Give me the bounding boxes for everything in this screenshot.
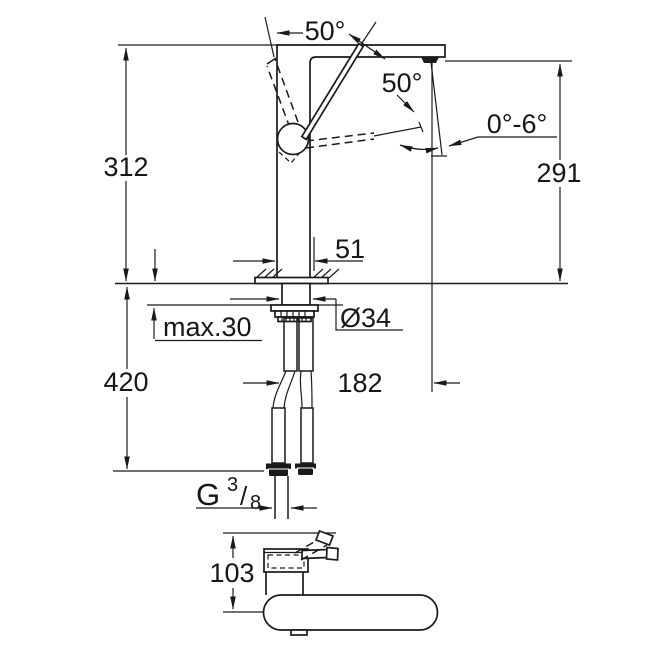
dim-50-double-arrow [348,33,386,60]
faucet-outline [276,44,446,281]
label-thread-g: G [196,477,220,512]
handle-raised-dashed [266,58,299,129]
hose-break-lines [272,370,313,409]
dimension-labels: 50° 50° 0°-6° 312 291 51 max.30 Ø34 420 … [103,16,581,588]
hose-connector-left [266,463,291,469]
base-lever-raised-dashed [294,537,328,561]
label-height-body: 312 [103,152,148,182]
dim-50-handle-leader [396,94,415,113]
nut-teeth-ribs [281,317,307,321]
base-lever-cap [325,546,339,561]
label-body-width: 51 [335,234,365,264]
label-angle-swivel: 0°-6° [487,109,548,139]
spout-body-footprint [262,594,439,631]
base-plate [254,276,329,285]
nut-ribs [280,311,306,317]
handle-lever [300,42,365,141]
handle-lowered-dashed [305,132,375,149]
dim-0-6-leader [448,136,557,147]
aerator [421,57,439,63]
handle-raised-cap [266,57,277,65]
hose-connector-right [295,463,316,469]
label-thread-slash: / [240,481,248,511]
hose-braided-lower-left [271,407,286,464]
dimension-lines [113,16,572,613]
label-thread-denominator: 8 [250,492,261,514]
label-angle-spout-top: 50° [305,16,346,46]
base-column [265,572,304,595]
dim-34-leader [335,299,403,331]
label-base-height: 103 [209,558,254,588]
hose-braided-upper-left [283,317,298,372]
mounting-hatch [255,268,340,279]
mounting-washer [270,304,319,312]
base-foot [290,629,308,636]
swivel-position-line [430,61,447,157]
joint-dashed-detail [278,149,303,164]
hose-braided-upper-right [298,317,314,372]
hose-braided-lower-right [300,407,314,464]
label-thread: G 3 / 8 [196,474,261,514]
supply-hoses [266,317,316,519]
mounting-shank [281,282,311,306]
label-spout-reach: 182 [337,368,382,398]
label-height-outlet: 291 [536,158,581,188]
label-deck-thickness: max.30 [163,312,252,342]
label-hose-drop: 420 [103,367,148,397]
label-thread-numerator: 3 [227,474,238,496]
label-angle-handle: 50° [382,68,423,98]
handle-lowered-end [373,121,424,137]
hose-connector-right-body [298,468,313,475]
lever-axis-extension [359,21,377,47]
label-hole-diameter: Ø34 [340,303,391,333]
connection-tube [274,476,289,519]
swivel-arc-arrows [399,144,439,154]
ext-line-50-top [264,16,275,58]
base-lever-raised-cap [314,529,335,547]
base-view [262,529,439,636]
handle-pivot-joint [276,122,310,156]
cartridge-dashed-inner [267,554,305,569]
hose-connector-left-body [269,469,288,476]
faucet-elevation [254,42,446,323]
